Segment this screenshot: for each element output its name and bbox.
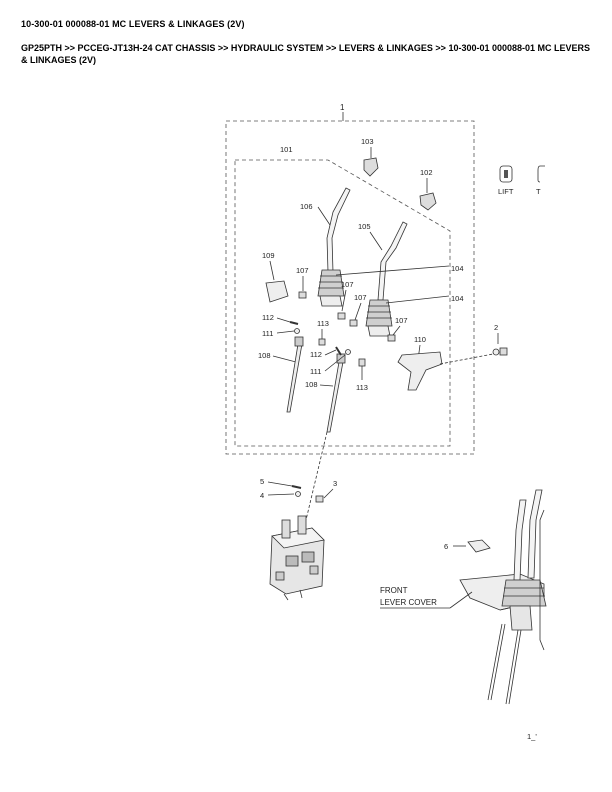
tilt-decal-icon	[537, 165, 545, 183]
bolt-2	[499, 347, 508, 356]
washer-2	[492, 348, 500, 356]
callout-107-d: 107	[395, 316, 408, 325]
bolt-113-a	[318, 338, 326, 346]
knob-103	[363, 157, 379, 177]
callout-113-a: 113	[317, 319, 329, 328]
callout-4: 4	[260, 491, 264, 500]
callout-110: 110	[414, 335, 426, 344]
callout-113-b: 113	[356, 383, 368, 392]
callout-108-a: 108	[258, 351, 271, 360]
callout-103: 103	[361, 137, 374, 146]
rod-108-a	[286, 343, 303, 413]
rod-right-a	[487, 623, 503, 701]
lever-right-b	[527, 489, 543, 579]
nut-107-c	[349, 319, 358, 327]
subassembly-101-boundary	[234, 159, 451, 447]
pin-112-a	[289, 321, 299, 325]
callout-109: 109	[262, 251, 275, 260]
knob-102	[419, 192, 437, 211]
decal-lift: LIFT	[498, 187, 514, 196]
page-code: 1_'	[527, 732, 537, 741]
nut-107-a	[298, 291, 307, 299]
decal-tilt: T	[536, 187, 541, 196]
page-title: 10-300-01 000088-01 MC LEVERS & LINKAGES…	[21, 19, 245, 29]
washer-111-b	[345, 349, 351, 355]
callout-5: 5	[260, 477, 264, 486]
lever-106	[326, 187, 351, 273]
lever-105	[377, 221, 408, 301]
boot-105	[365, 299, 393, 327]
control-valve	[269, 515, 325, 601]
callout-6: 6	[444, 542, 448, 551]
callout-112-a: 112	[262, 313, 274, 322]
callout-105: 105	[358, 222, 371, 231]
seal-6	[467, 539, 491, 553]
bolt-3	[315, 495, 324, 503]
bolt-113-b	[358, 358, 366, 367]
nut-107-b	[337, 312, 346, 320]
breadcrumb: GP25PTH >> PCCEG-JT13H-24 CAT CHASSIS >>…	[21, 43, 591, 65]
callout-1: 1	[340, 103, 345, 112]
callout-102: 102	[420, 168, 433, 177]
lever-right-a	[513, 499, 527, 581]
nut-107-d	[387, 334, 396, 342]
washer-4	[295, 491, 301, 497]
callout-107-c: 107	[354, 293, 367, 302]
callout-107-a: 107	[296, 266, 309, 275]
bracket-109	[265, 280, 289, 303]
callout-108-b: 108	[305, 380, 318, 389]
label-lever-cover: LEVER COVER	[380, 598, 437, 607]
label-front: FRONT	[380, 586, 408, 595]
pin-112-b	[335, 346, 342, 356]
lift-decal-icon	[499, 165, 513, 183]
rod-108-b	[326, 361, 344, 433]
callout-111-a: 111	[262, 329, 273, 338]
pin-5	[291, 485, 302, 489]
assembly-1-boundary	[225, 120, 475, 455]
callout-3: 3	[333, 479, 337, 488]
rod-right-b	[505, 629, 519, 705]
callout-2: 2	[494, 323, 498, 332]
callout-111-b: 111	[310, 367, 321, 376]
callout-101: 101	[280, 145, 293, 154]
callout-112-b: 112	[310, 350, 322, 359]
callout-107-b: 107	[341, 280, 354, 289]
callout-104-upper: 104	[451, 264, 464, 273]
boot-right	[501, 579, 547, 607]
washer-111-a	[294, 328, 300, 334]
callout-106: 106	[300, 202, 313, 211]
boot-106	[317, 269, 345, 297]
bracket-110	[397, 351, 443, 391]
callout-104-lower: 104	[451, 294, 464, 303]
